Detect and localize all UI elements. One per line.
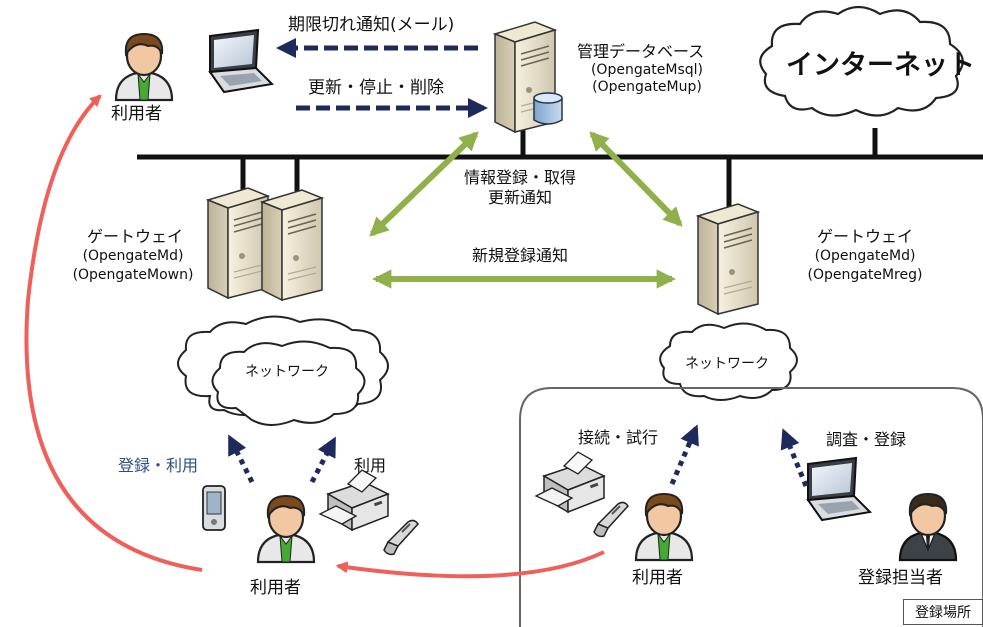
network-right-label: ネットワーク [685, 356, 769, 372]
db-sub1-label: (OpengateMsql) [590, 62, 704, 78]
use-arrow [309, 436, 337, 484]
internet-label: インターネット [786, 50, 975, 81]
red-arrow-to-topleft-user [24, 94, 203, 572]
network-right-cloud-icon [659, 322, 798, 401]
info-reg-arrow-right [589, 131, 683, 227]
laptop-right-icon [807, 457, 871, 521]
info-reg-label-2: 更新通知 [487, 188, 552, 207]
gw-left-sub2-label: (OpengateMown) [72, 267, 194, 283]
gateway-right-server-icon [697, 203, 759, 315]
db-title-label: 管理データベース [577, 42, 705, 61]
registration-site-label: 登録場所 [903, 599, 983, 625]
update-ops-label: 更新・停止・削除 [308, 78, 444, 98]
registration-site-box [519, 387, 983, 627]
gateway-left-server-icon-2 [261, 189, 323, 301]
network-left-label: ネットワーク [245, 364, 329, 380]
reg-use-label: 登録・利用 [118, 456, 199, 475]
user-bottom-left-label: 利用者 [250, 578, 301, 598]
phone-right-icon [593, 501, 629, 538]
registrar-label: 登録担当者 [858, 568, 943, 588]
user-bottom-right-icon [634, 492, 694, 562]
phone-left-icon [383, 519, 419, 556]
gw-left-sub1-label: (OpengateMd) [82, 248, 184, 264]
gw-right-sub2-label: (OpengateMreg) [807, 267, 923, 283]
printer-right-icon [535, 451, 605, 513]
user-bottom-right-label: 利用者 [632, 568, 683, 588]
use-label: 利用 [354, 456, 387, 475]
user-bottom-left-icon [256, 494, 316, 564]
survey-register-label: 調査・登録 [826, 430, 907, 449]
expire-notice-label: 期限切れ通知(メール) [288, 15, 455, 35]
gw-left-title-label: ゲートウェイ [86, 227, 183, 246]
red-arrow-to-bottomleft-user [335, 550, 605, 579]
info-reg-arrow-left [369, 131, 479, 237]
registrar-icon [898, 492, 958, 562]
printer-left-icon [319, 469, 389, 531]
db-sub2-label: (OpengateMup) [592, 79, 702, 95]
survey-register-arrow [780, 428, 809, 487]
connect-trial-arrow [669, 424, 699, 485]
reg-use-arrow [227, 434, 255, 484]
user-topleft-icon [114, 32, 174, 102]
network-left-cloud-front [211, 340, 366, 426]
gw-right-sub1-label: (OpengateMd) [814, 248, 916, 264]
connect-trial-label: 接続・試行 [578, 428, 659, 447]
mobile-device-icon [202, 485, 226, 531]
user-topleft-label: 利用者 [111, 104, 162, 124]
laptop-topleft-icon [209, 29, 273, 93]
new-reg-notice-label: 新規登録通知 [471, 246, 568, 265]
info-reg-label-1: 情報登録・取得 [463, 168, 576, 187]
database-icon [533, 92, 563, 125]
gw-right-title-label: ゲートウェイ [816, 227, 913, 246]
internet-cloud-icon [759, 5, 964, 117]
